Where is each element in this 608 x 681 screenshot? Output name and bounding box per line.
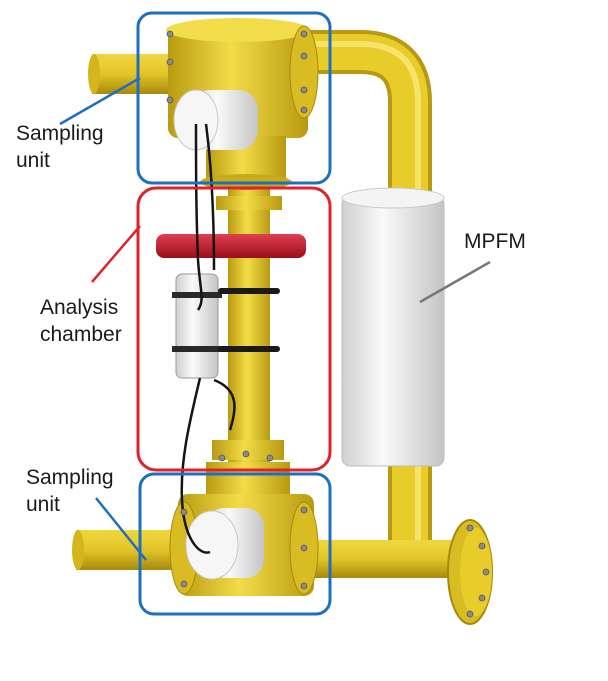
bottom-sensor-cylinder — [185, 508, 264, 580]
analysis-chamber-box — [136, 186, 332, 472]
top-sampling-leader — [59, 76, 141, 126]
red-valve-handle — [156, 234, 306, 258]
mpfm-leader — [419, 260, 491, 304]
sampling-unit-top-label: Sampling unit — [16, 122, 104, 172]
bottom-sampling-unit-box — [138, 472, 332, 616]
sensor-cables — [180, 123, 236, 554]
top-sensor-cylinder — [173, 89, 258, 151]
spool-clamps — [218, 288, 280, 352]
bottom-sampling-leader — [95, 497, 147, 561]
bottom-outlet-pipe — [300, 519, 493, 625]
mpfm-label: MPFM — [464, 230, 526, 253]
analysis-chamber-leader — [91, 225, 141, 283]
bottom-inlet-pipe — [72, 530, 186, 570]
sampling-unit-bottom-label: Sampling unit — [26, 466, 114, 516]
analysis-chamber-label: Analysis chamber — [40, 296, 122, 346]
top-inlet-pipe — [88, 54, 172, 94]
right-return-pipe — [300, 30, 432, 560]
analysis-sensor — [172, 273, 222, 379]
mpfm-meter — [341, 187, 445, 467]
top-sampling-unit-box — [136, 11, 332, 185]
central-spool — [212, 170, 284, 470]
flange-bolts — [166, 30, 490, 618]
